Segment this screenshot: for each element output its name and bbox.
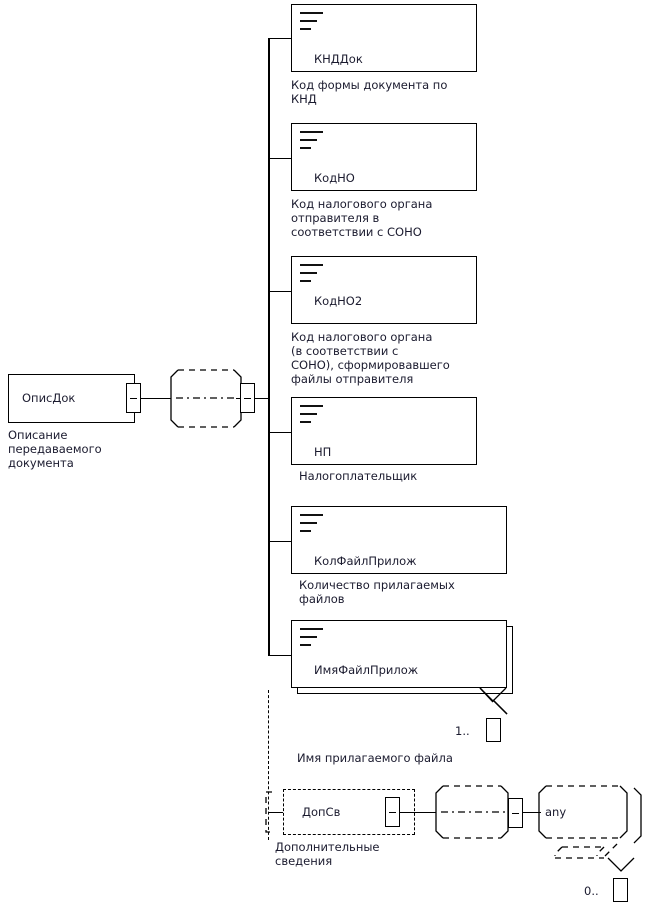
node-kolfailprilozh[interactable]	[291, 506, 507, 574]
toggle-dopsv[interactable]	[385, 797, 400, 827]
branch-line-1	[268, 158, 292, 159]
caption-kodno2: Код налогового органа (в соответствии с …	[291, 330, 450, 386]
node-knddok-label: КНДДок	[314, 52, 363, 66]
type-lines-icon-3	[300, 405, 323, 429]
toggle-dopsv-children[interactable]	[508, 798, 523, 828]
node-any-label: any	[545, 805, 567, 819]
trunk-vertical-solid	[268, 38, 270, 655]
connector-dopsv-seq-to-any	[523, 812, 541, 813]
type-lines-icon-5	[300, 628, 323, 652]
node-imyafailprilozh[interactable]	[291, 620, 507, 688]
node-knddok[interactable]	[291, 4, 477, 72]
caption-dopsv: Дополнительные сведения	[275, 840, 380, 868]
branch-line-2	[268, 291, 292, 292]
connector-dopsv-to-sequence	[400, 812, 436, 813]
type-lines-icon-2	[300, 264, 323, 288]
node-kodno-label: КодНО	[314, 171, 355, 185]
connector-trunk-toggle-to-trunk	[255, 398, 269, 399]
node-kodno2-label: КодНО2	[314, 294, 363, 308]
branch-line-dopsv	[268, 812, 288, 813]
cardinality-imyafailprilozh: 1..	[455, 724, 470, 738]
node-np-label: НП	[314, 445, 332, 459]
node-kodno[interactable]	[291, 123, 477, 191]
connector-root-to-sequence	[141, 398, 171, 399]
toggle-root-children[interactable]	[240, 383, 255, 413]
branch-line-4	[268, 541, 292, 542]
cardinality-box-any[interactable]	[613, 878, 628, 902]
caption-kodno: Код налогового органа отправителя в соот…	[291, 197, 433, 239]
node-opisdok-label: ОписДок	[22, 391, 76, 405]
type-lines-icon-0	[300, 12, 323, 36]
caption-kolfailprilozh: Количество прилагаемых файлов	[299, 578, 455, 606]
node-imyafailprilozh-label: ИмяФайлПрилож	[314, 663, 419, 677]
node-kolfailprilozh-label: КолФайлПрилож	[314, 554, 417, 568]
node-kodno2[interactable]	[291, 256, 477, 324]
caption-imyafailprilozh: Имя прилагаемого файла	[297, 751, 453, 765]
trunk-vertical-dashed	[268, 690, 269, 840]
caption-np: Налогоплательщик	[299, 469, 418, 483]
branch-line-3	[268, 432, 292, 433]
node-dopsv-label: ДопСв	[302, 805, 341, 819]
branch-line-0	[268, 38, 292, 39]
toggle-opisdok[interactable]	[126, 383, 141, 413]
caption-knddok: Код формы документа по КНД	[291, 78, 448, 106]
branch-line-5	[268, 655, 292, 656]
cardinality-box-imyafailprilozh[interactable]	[486, 718, 501, 742]
node-np[interactable]	[291, 397, 477, 465]
cardinality-any: 0..	[584, 884, 599, 898]
caption-opisdok: Описание передаваемого документа	[8, 428, 102, 470]
sequence-compositor-dopsv[interactable]	[436, 786, 508, 838]
node-opisdok[interactable]	[8, 374, 135, 423]
sequence-compositor-root[interactable]	[171, 368, 241, 429]
type-lines-icon-1	[300, 131, 323, 155]
repeat-bracket-any	[554, 787, 642, 872]
type-lines-icon-4	[300, 514, 323, 538]
